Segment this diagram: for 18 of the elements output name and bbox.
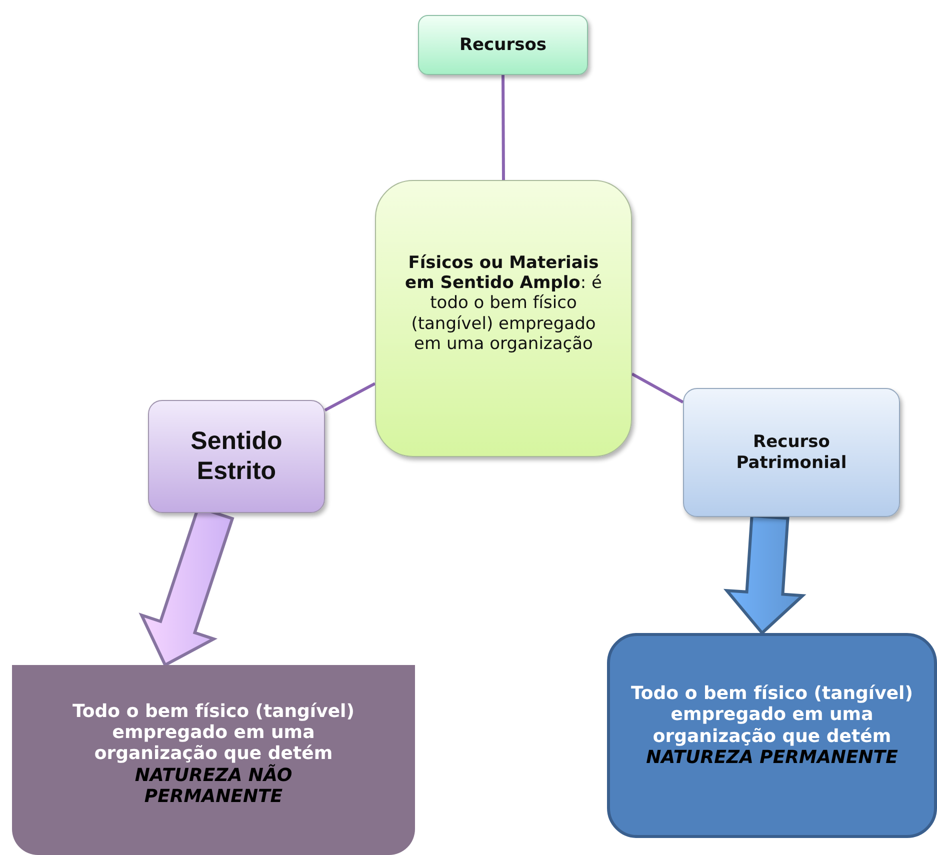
definition-box [12, 665, 415, 855]
definition-box [607, 633, 937, 838]
block-arrow [723, 514, 806, 636]
node-text: Físicos ou Materiais em Sentido Amplo: é todo o bem físico (tangível) empregado em uma organização [404, 253, 603, 354]
connector-line [502, 75, 505, 180]
node-text: Recursos [459, 34, 547, 56]
connector-line [631, 372, 684, 404]
node-text: Recurso Patrimonial [735, 432, 848, 473]
emphasis-text: NATUREZA NÃO PERMANENTE [134, 764, 294, 808]
node-text: Todo o bem físico (tangível) empregado em uma organização que detém [630, 683, 914, 747]
emphasis-text: NATUREZA PERMANENTE [646, 746, 898, 768]
node-text: Todo o bem físico (tangível) empregado em uma organização que detém [72, 700, 356, 764]
node-text: Sentido Estrito [190, 427, 284, 486]
connector-line [324, 382, 376, 412]
category-box [683, 388, 900, 517]
title-box [418, 15, 588, 75]
category-box [148, 400, 325, 513]
concept-box [375, 180, 632, 457]
